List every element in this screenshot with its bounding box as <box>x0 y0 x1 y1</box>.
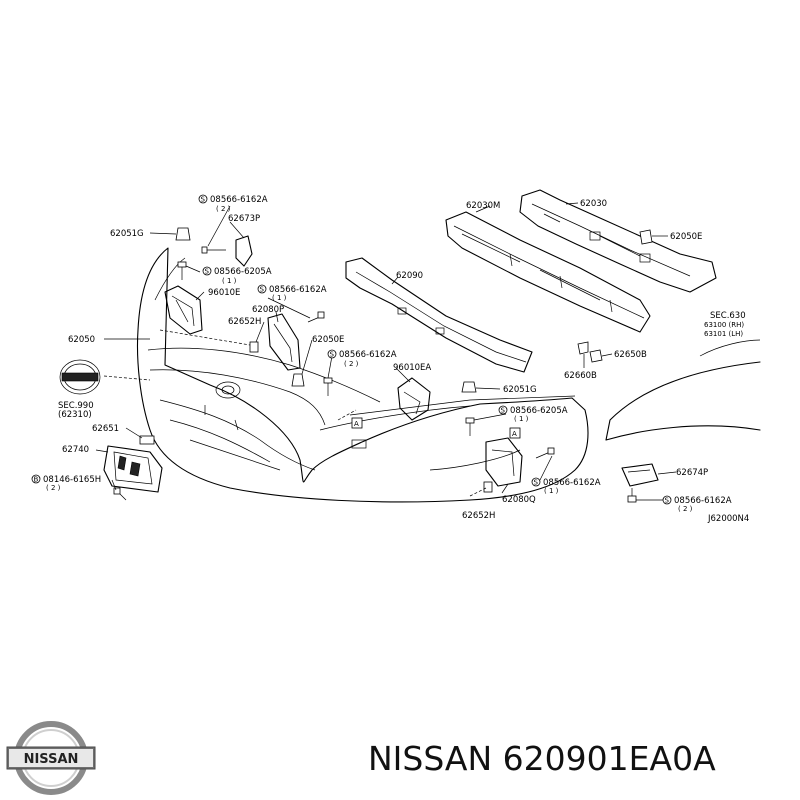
bolt-b-1: B <box>34 476 39 484</box>
label-62080p: 62080P <box>252 305 284 315</box>
bolt-s-6: S <box>534 479 539 487</box>
bracket-96010e <box>164 285 203 335</box>
label-sec630: SEC.630 <box>710 311 746 321</box>
label-96010ea: 96010EA <box>393 363 431 373</box>
bracket-62080p <box>267 313 301 371</box>
label-62051g: 62051G <box>110 229 144 239</box>
clip-62651 <box>139 435 155 445</box>
label-62740: 62740 <box>62 445 89 455</box>
fasteners <box>113 227 653 503</box>
bolt-s-2: S <box>205 268 210 276</box>
bumper-fascia <box>136 247 589 503</box>
label-08566-6162a-c: 08566-6162A <box>339 350 397 360</box>
qty-08566-6205a-right: ( 1 ) <box>514 415 529 423</box>
label-62050e-right: 62050E <box>670 232 702 242</box>
part-number-caption: NISSAN 620901EA0A <box>368 739 716 778</box>
marker-a-right: A <box>509 427 521 439</box>
label-62030: 62030 <box>580 199 607 209</box>
label-sec990-ref: (62310) <box>58 410 92 420</box>
label-08566-6162a-right: 08566-6162A <box>543 478 601 488</box>
bracket-62080q <box>485 437 523 487</box>
diagram-code: J62000N4 <box>707 514 749 524</box>
marker-a-right-text: A <box>512 430 517 438</box>
label-08566-6162a-mid: 08566-6162A <box>269 285 327 295</box>
leader-lines <box>95 202 677 501</box>
label-62673p: 62673P <box>228 214 260 224</box>
label-62050e-mid: 62050E <box>312 335 344 345</box>
bolt-s-5: S <box>501 407 506 415</box>
qty-08566-6162a-top: ( 2 ) <box>216 205 231 213</box>
label-08566-6162a-far: 08566-6162A <box>674 496 732 506</box>
label-62652h-bottom: 62652H <box>462 511 495 521</box>
absorber-62030 <box>519 189 717 293</box>
label-sec630-lh: 63101 (LH) <box>704 330 743 338</box>
label-62652h-top: 62652H <box>228 317 261 327</box>
bolt-s-3: S <box>260 286 265 294</box>
label-62051g-right: 62051G <box>503 385 537 395</box>
bracket-62674p <box>621 463 659 487</box>
label-sec630-rh: 63100 (RH) <box>704 321 744 329</box>
marker-a-left-text: A <box>354 420 359 428</box>
nissan-logo-icon: NISSAN <box>6 721 96 795</box>
label-62080q: 62080Q <box>502 495 536 505</box>
qty-08566-6162a-c: ( 2 ) <box>344 360 359 368</box>
bracket-96010ea <box>397 377 431 421</box>
fender-sec630 <box>605 339 761 441</box>
bolt-s-1: S <box>201 196 206 204</box>
emblem-part <box>59 359 101 395</box>
bolt-s-7: S <box>665 497 670 505</box>
license-bracket-62740 <box>103 445 163 493</box>
label-62090: 62090 <box>396 271 423 281</box>
reinforcement-62090 <box>345 257 533 373</box>
qty-08566-6162a-far: ( 2 ) <box>678 505 693 513</box>
label-08566-6205a-left: 08566-6205A <box>214 267 272 277</box>
label-sec990: SEC.990 <box>58 401 94 411</box>
label-62651: 62651 <box>92 424 119 434</box>
clip-62673p <box>235 235 253 267</box>
logo-text: NISSAN <box>24 752 79 767</box>
label-62660b: 62660B <box>564 371 597 381</box>
qty-08566-6205a-left: ( 1 ) <box>222 277 237 285</box>
callouts: 62051G S 08566-6162A ( 2 ) 62673P S 0856… <box>31 194 749 524</box>
label-62050: 62050 <box>68 335 95 345</box>
label-62030m: 62030M <box>466 201 500 211</box>
label-62674p: 62674P <box>676 468 708 478</box>
bolt-s-4: S <box>330 351 335 359</box>
armature-62030m <box>445 211 651 333</box>
qty-08146-6165h: ( 2 ) <box>46 484 61 492</box>
marker-a-left: A <box>351 417 363 429</box>
label-08146-6165h: 08146-6165H <box>43 475 101 485</box>
label-62650b: 62650B <box>614 350 647 360</box>
qty-08566-6162a-mid: ( 1 ) <box>272 294 287 302</box>
label-08566-6162a-top: 08566-6162A <box>210 195 268 205</box>
qty-08566-6162a-right: ( 1 ) <box>544 487 559 495</box>
label-08566-6205a-right: 08566-6205A <box>510 406 568 416</box>
label-96010e: 96010E <box>208 288 240 298</box>
